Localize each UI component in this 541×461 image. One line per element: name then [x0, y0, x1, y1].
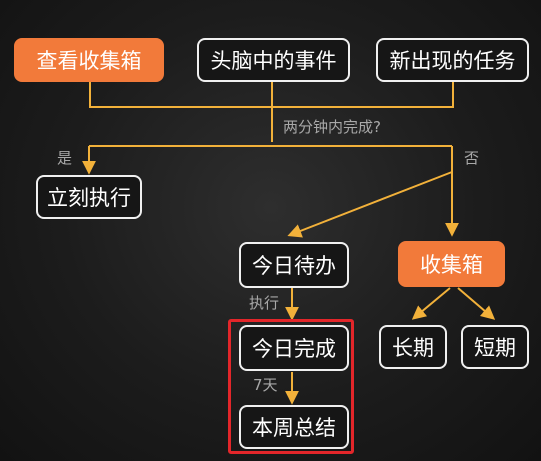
two-minute-question-label: 两分钟内完成?: [283, 118, 381, 136]
arrow-no-today: [287, 171, 453, 238]
short-term-node: 短期: [461, 325, 529, 369]
check-inbox-node: 查看收集箱: [14, 38, 164, 82]
today-done-node: 今日完成: [239, 325, 349, 371]
no-label: 否: [464, 149, 480, 167]
execute-label: 执行: [249, 294, 280, 312]
seven-days-label: 7天: [253, 376, 278, 394]
mind-events-node: 头脑中的事件: [197, 38, 350, 82]
highlight-box: [228, 319, 354, 454]
today-todo-node: 今日待办: [239, 242, 349, 288]
yes-label: 是: [57, 149, 73, 167]
connector-new-tasks: [272, 80, 454, 108]
long-term-node: 长期: [379, 325, 447, 369]
arrow-long-term: [411, 287, 451, 320]
connector-check-inbox: [89, 80, 272, 108]
inbox-node: 收集箱: [398, 241, 505, 287]
weekly-summary-node: 本周总结: [239, 405, 349, 449]
arrow-short-term: [457, 287, 496, 320]
do-now-node: 立刻执行: [36, 175, 142, 219]
new-tasks-node: 新出现的任务: [376, 38, 529, 82]
